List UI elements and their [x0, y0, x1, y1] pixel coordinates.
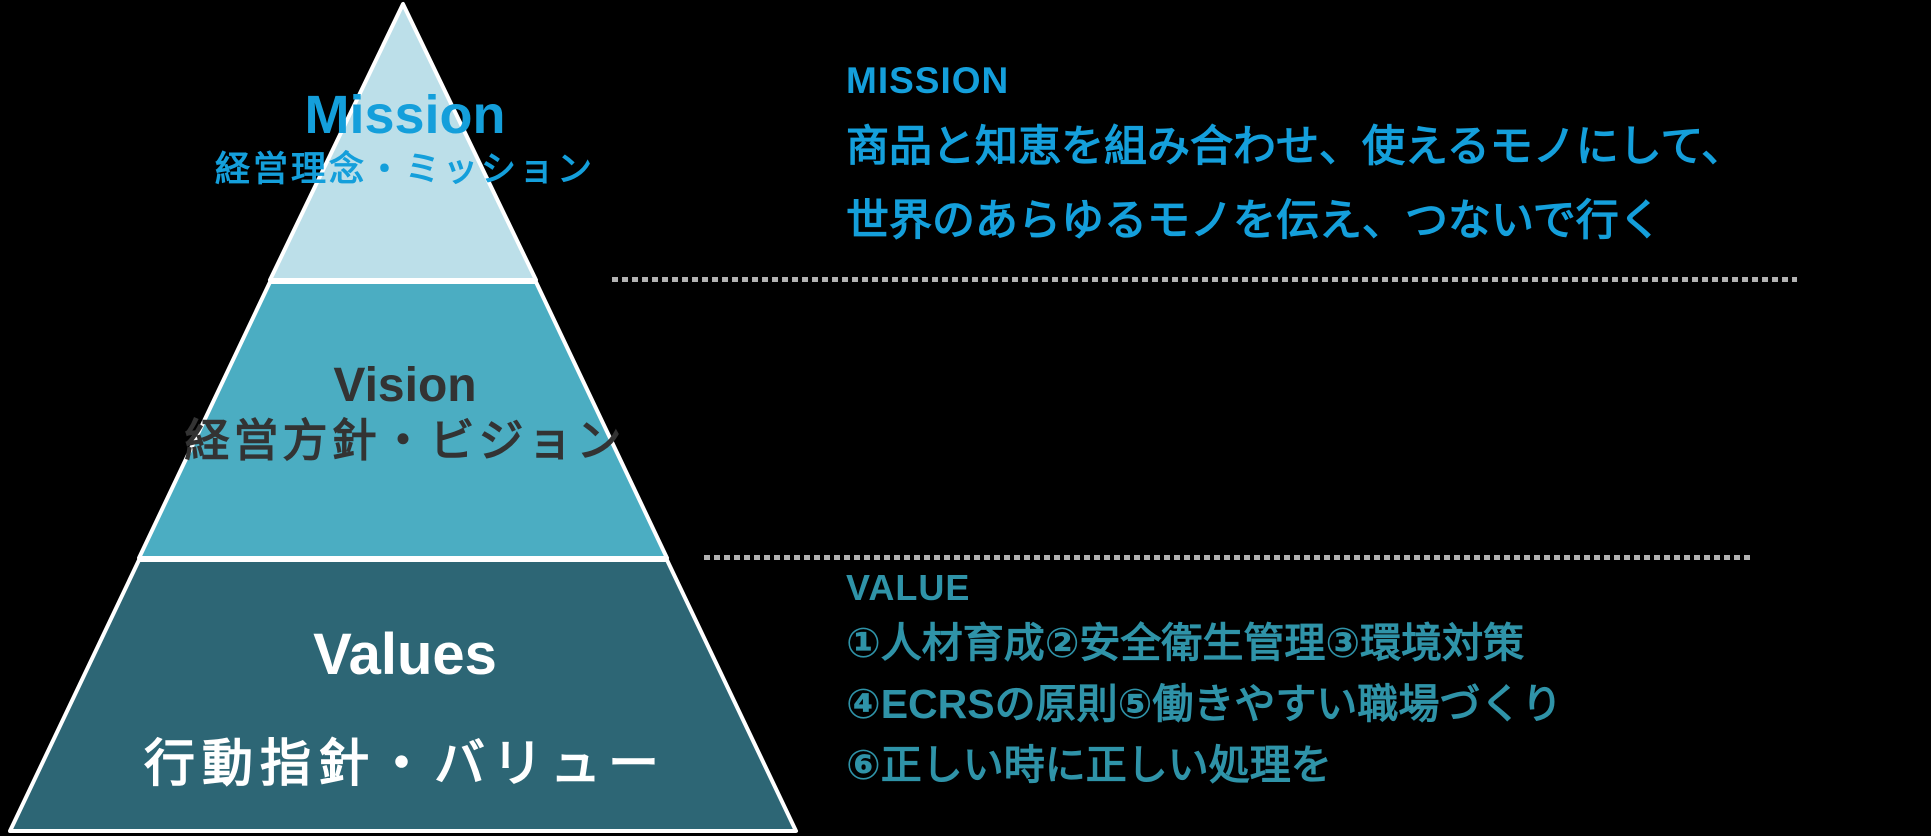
- mission-vision-divider: [612, 277, 1797, 282]
- value-panel-line-1: ①人材育成②安全衛生管理③環境対策: [846, 620, 1525, 666]
- values-level-title: Values: [313, 622, 497, 687]
- pyramid-values-section: [8, 558, 798, 833]
- vision-level-title: Vision: [333, 359, 477, 412]
- value-panel-heading: VALUE: [846, 567, 971, 608]
- mission-level-title: Mission: [304, 85, 506, 145]
- value-panel-line-3: ⑥正しい時に正しい処理を: [846, 742, 1332, 788]
- value-panel-line-2: ④ECRSの原則⑤働きやすい職場づくり: [846, 681, 1563, 727]
- pyramid-graphic: [8, 2, 798, 833]
- mission-panel-line-1: 商品と知恵を組み合わせ、使えるモノにして、: [846, 123, 1745, 171]
- mission-panel-heading: MISSION: [846, 60, 1010, 101]
- values-level-subtitle: 行動指針・バリュー: [143, 735, 666, 792]
- vision-values-divider: [704, 555, 1750, 560]
- mission-level-subtitle: 経営理念・ミッション: [214, 150, 595, 189]
- mission-panel-line-2: 世界のあらゆるモノを伝え、つないで行く: [846, 197, 1662, 245]
- vision-level-subtitle: 経営方針・ビジョン: [184, 415, 626, 466]
